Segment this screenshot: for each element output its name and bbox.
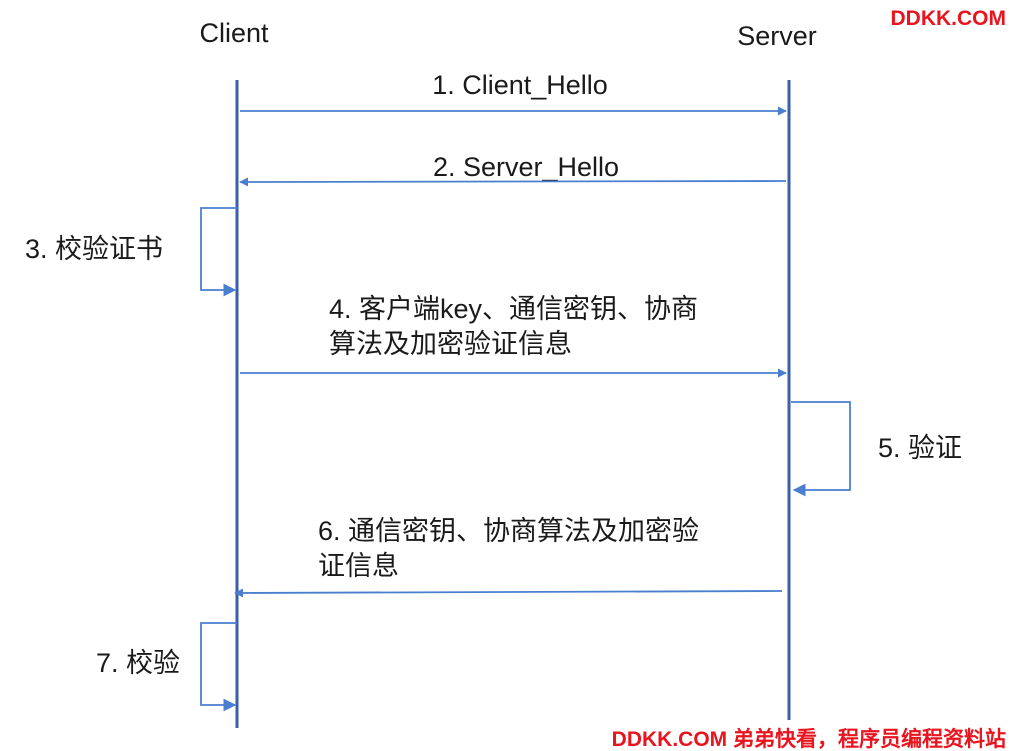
step-7-loop-arrow (200, 622, 237, 712)
step-5-loop-arrow (791, 401, 851, 497)
step-7-label: 7. 校验 (96, 648, 180, 678)
message-6-arrow (234, 588, 783, 598)
client-label: Client (199, 18, 269, 48)
message-2-arrow (239, 177, 787, 187)
message-2-label: 2. Server_Hello (433, 152, 619, 182)
step-5-label: 5. 验证 (878, 433, 962, 463)
watermark-bottom: DDKK.COM 弟弟快看，程序员编程资料站 (612, 727, 1006, 751)
step-3-loop-arrow (200, 207, 237, 297)
message-1-label: 1. Client_Hello (432, 70, 608, 100)
step-3-label: 3. 校验证书 (25, 234, 163, 264)
message-6-label-line-1: 6. 通信密钥、协商算法及加密验 (318, 516, 699, 546)
message-6-label-line-2: 证信息 (318, 551, 399, 581)
watermark-top: DDKK.COM (891, 7, 1007, 30)
message-4-label-line-1: 4. 客户端key、通信密钥、协商 (329, 294, 698, 324)
message-4-label-line-2: 算法及加密验证信息 (329, 329, 572, 359)
server-label: Server (737, 21, 817, 51)
